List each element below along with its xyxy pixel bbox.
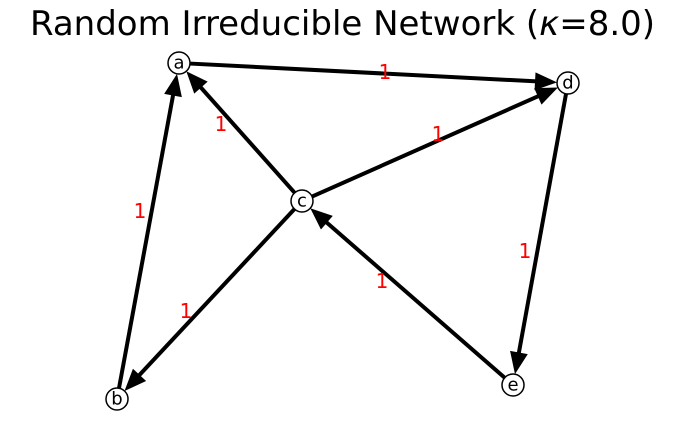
- arrowhead-icon: [164, 73, 182, 98]
- edge-line: [198, 84, 297, 195]
- node-a: a: [167, 51, 191, 75]
- node-circle: [556, 71, 580, 95]
- edge-weight-label-b-a: 1: [134, 199, 147, 223]
- edge-weight-label-c-d: 1: [432, 122, 445, 146]
- diagram-title: Random Irreducible Network (κ=8.0): [29, 4, 656, 44]
- arrowhead-icon: [534, 72, 558, 91]
- edge-weight-label-c-a: 1: [215, 112, 228, 136]
- edge-weight-label-d-e: 1: [519, 239, 532, 263]
- node-label-b: b: [111, 389, 122, 410]
- edge-line: [117, 93, 176, 389]
- edge-line: [189, 61, 538, 84]
- edge-a-d: [189, 61, 558, 91]
- edge-line: [324, 219, 507, 380]
- arrowhead-icon: [124, 368, 147, 391]
- node-c: c: [290, 189, 314, 213]
- node-e: e: [501, 373, 525, 397]
- edge-weight-label-a-d: 1: [379, 60, 392, 84]
- edge-weight-label-c-b: 1: [180, 299, 193, 323]
- edge-c-a: [186, 71, 297, 195]
- node-b: b: [105, 387, 129, 411]
- edge-c-d: [311, 87, 558, 199]
- node-label-d: d: [562, 73, 573, 94]
- edge-c-b: [124, 207, 296, 391]
- arrowhead-icon: [534, 87, 558, 105]
- edge-line: [516, 93, 568, 355]
- arrowhead-icon: [186, 71, 208, 94]
- edge-e-c: [310, 208, 507, 380]
- edge-weight-label-e-c: 1: [376, 269, 389, 293]
- edge-line: [136, 207, 296, 378]
- arrowhead-icon: [310, 208, 333, 230]
- node-circle: [290, 189, 314, 213]
- edge-line: [311, 93, 541, 199]
- node-circle: [501, 373, 525, 397]
- node-d: d: [556, 71, 580, 95]
- node-label-a: a: [173, 53, 184, 74]
- arrowhead-icon: [510, 350, 528, 375]
- node-circle: [167, 51, 191, 75]
- edge-b-a: [117, 73, 182, 389]
- node-label-c: c: [297, 191, 307, 212]
- node-label-e: e: [507, 375, 518, 396]
- edge-d-e: [510, 93, 568, 375]
- node-circle: [105, 387, 129, 411]
